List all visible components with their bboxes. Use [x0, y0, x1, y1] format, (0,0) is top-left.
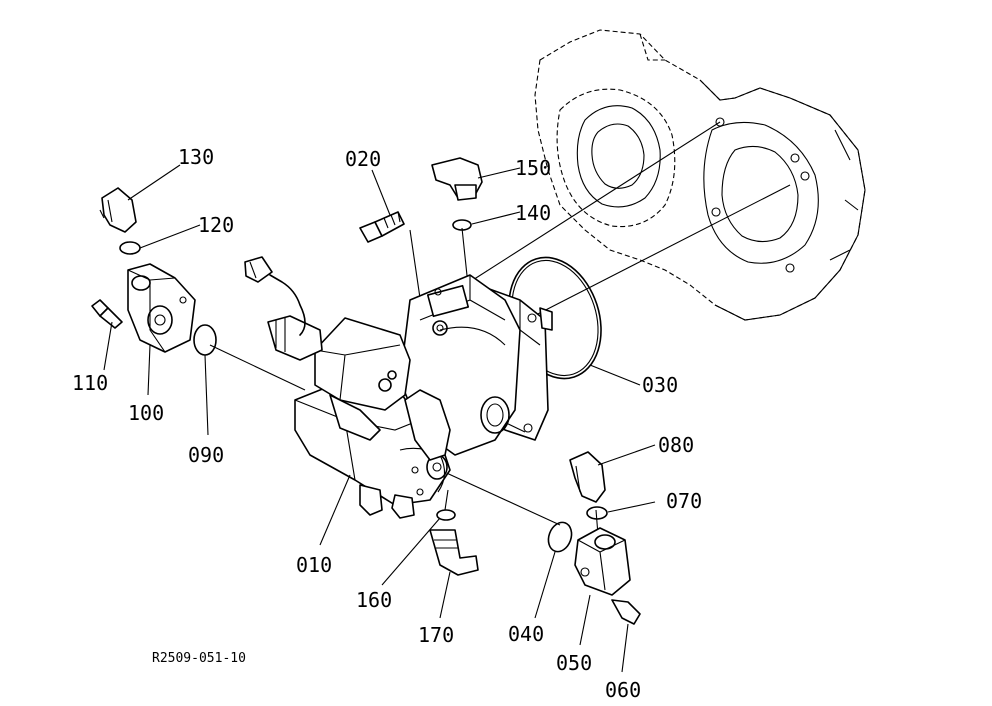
- label-050: 050: [556, 651, 592, 675]
- transmission-housing: [534, 29, 866, 321]
- o-ring-120: [119, 241, 141, 255]
- label-020: 020: [345, 147, 381, 171]
- o-ring-160: [436, 509, 456, 521]
- o-ring-090: [193, 324, 217, 356]
- o-ring-040: [547, 521, 573, 553]
- label-150: 150: [515, 156, 551, 180]
- port-block-100: [127, 263, 196, 353]
- elbow-fitting-150: [431, 157, 483, 201]
- bolt-060: [611, 599, 641, 625]
- label-080: 080: [658, 433, 694, 457]
- label-110: 110: [72, 371, 108, 395]
- callout-leaders: [103, 164, 656, 673]
- label-010: 010: [296, 553, 332, 577]
- o-ring-140: [452, 219, 472, 231]
- o-ring-070: [586, 506, 608, 520]
- label-170: 170: [418, 623, 454, 647]
- bolt-020: [359, 211, 405, 243]
- part-labels: 130 120 110 100 090 020 150 140 030 010 …: [72, 145, 702, 702]
- label-120: 120: [198, 213, 234, 237]
- port-block-050: [574, 527, 631, 596]
- hydraulic-pump-010: [244, 256, 553, 519]
- label-100: 100: [128, 401, 164, 425]
- label-060: 060: [605, 678, 641, 702]
- label-160: 160: [356, 588, 392, 612]
- label-090: 090: [188, 443, 224, 467]
- figure-reference: R2509-051-10: [152, 651, 246, 666]
- elbow-fitting-080: [569, 451, 606, 503]
- label-140: 140: [515, 201, 551, 225]
- label-030: 030: [642, 373, 678, 397]
- elbow-fitting-170: [429, 529, 479, 576]
- elbow-fitting-130: [99, 187, 137, 233]
- label-040: 040: [508, 622, 544, 646]
- bolt-110: [91, 299, 123, 329]
- assembly-lines: [209, 121, 791, 536]
- label-130: 130: [178, 145, 214, 169]
- label-070: 070: [666, 489, 702, 513]
